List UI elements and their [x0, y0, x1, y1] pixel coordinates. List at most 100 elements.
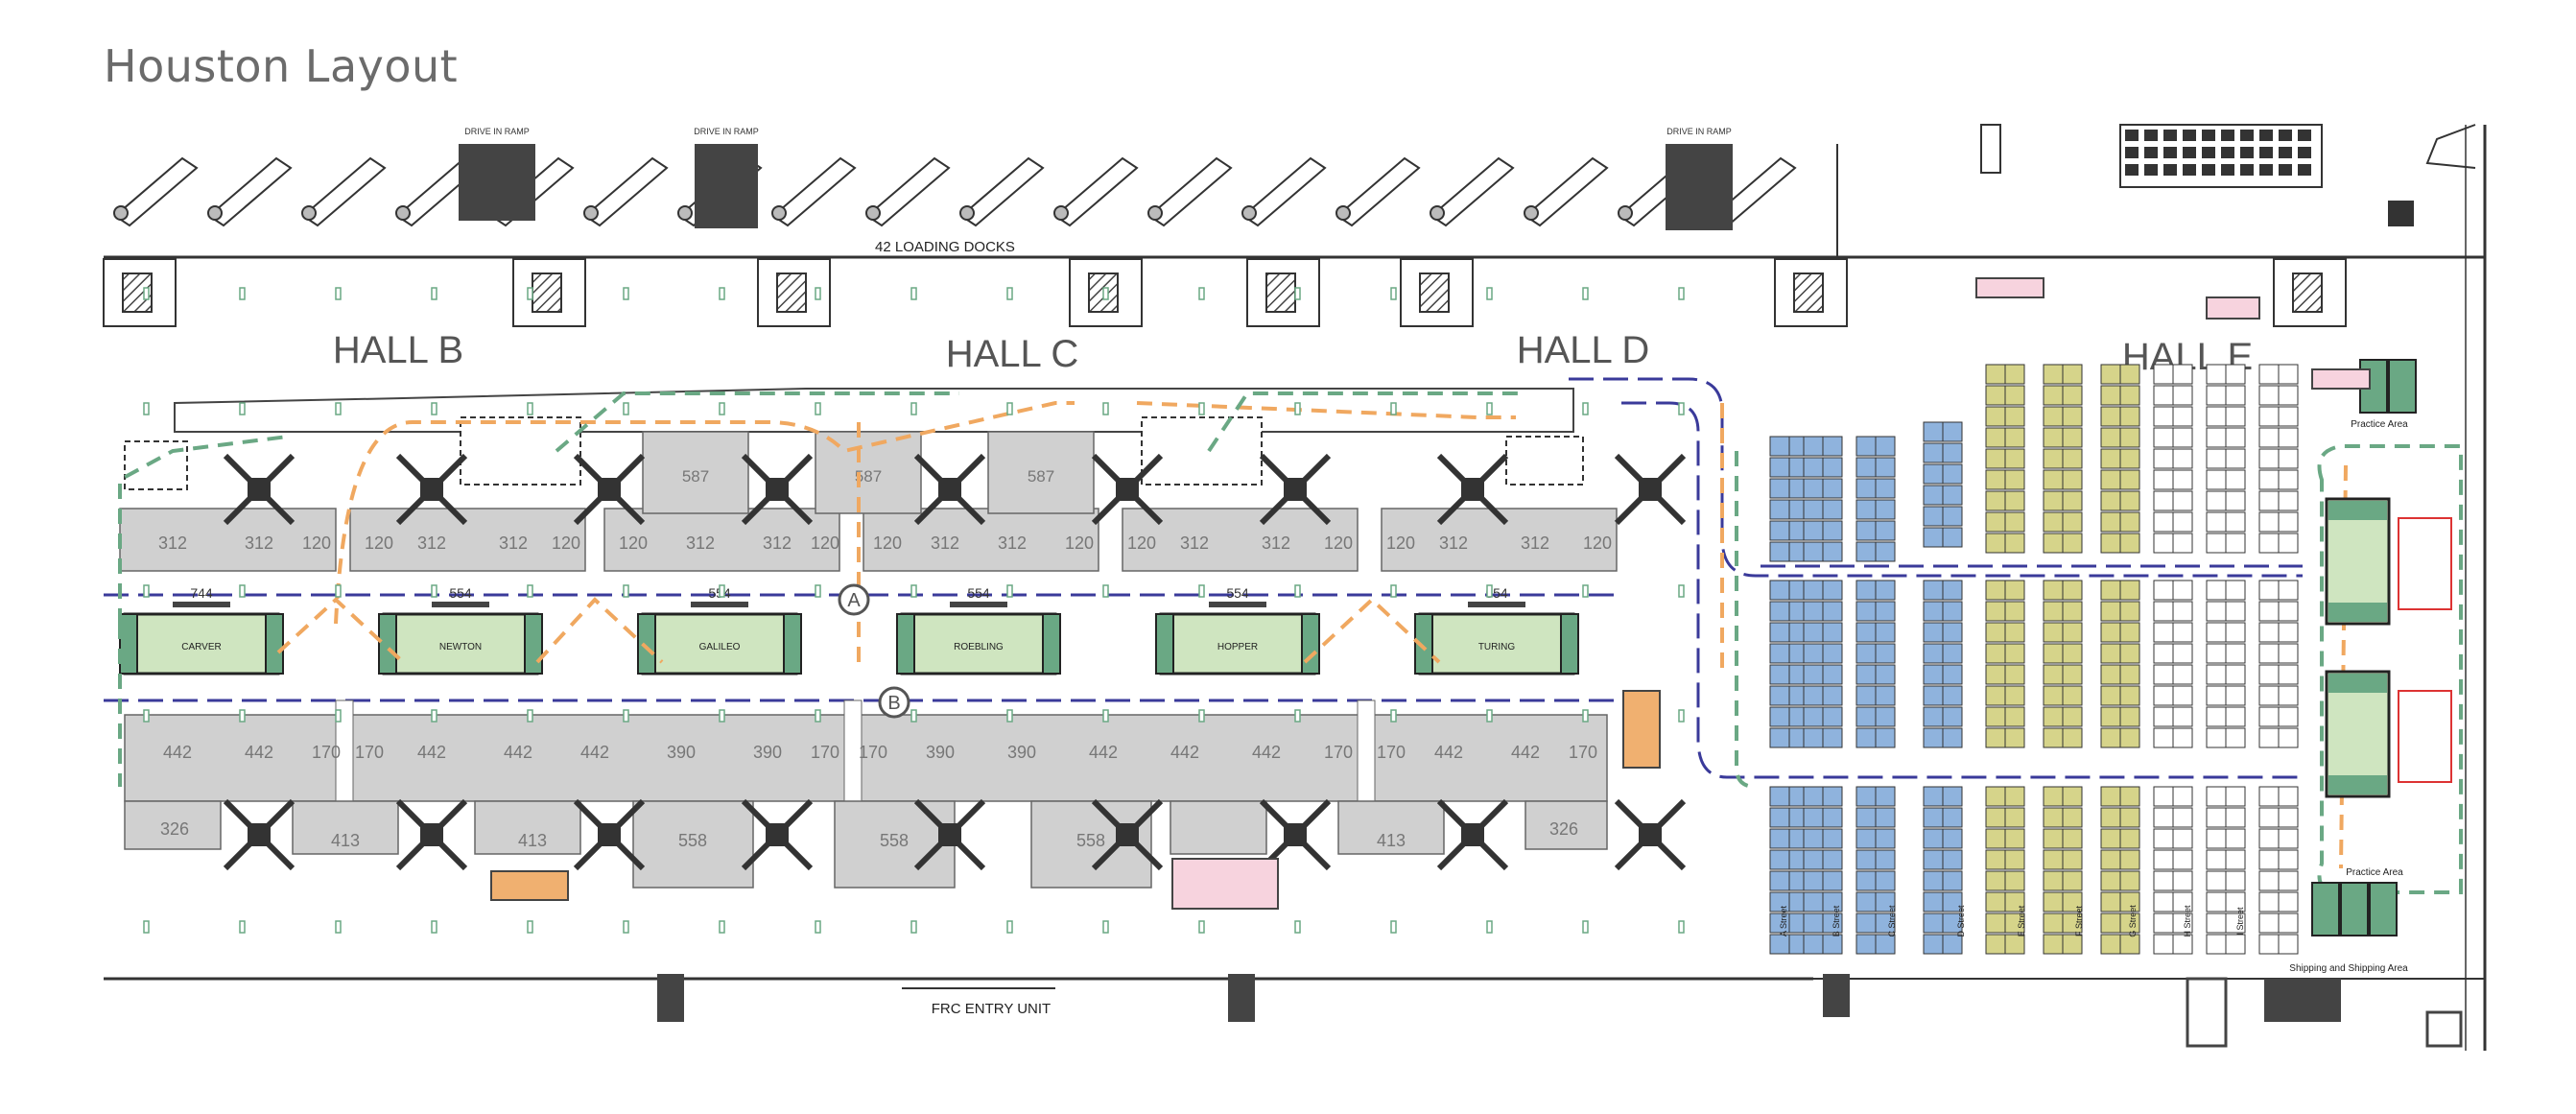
column-marker — [1678, 584, 1685, 598]
column-marker — [335, 287, 342, 300]
column-marker — [910, 402, 917, 415]
column-marker — [431, 709, 437, 723]
media-box — [1141, 416, 1263, 486]
column-marker — [1582, 287, 1589, 300]
pit-station — [2100, 622, 2121, 643]
dock-structure-detail — [532, 273, 562, 313]
pit-station — [1985, 870, 2006, 891]
pit-station — [1803, 520, 1824, 541]
seat-count: 312 — [417, 533, 446, 553]
page-title: Houston Layout — [104, 40, 459, 92]
pit-station — [1985, 786, 2006, 807]
traffic-paths — [118, 391, 2463, 894]
utility-cell — [2183, 164, 2196, 176]
pit-station — [2043, 385, 2064, 406]
pit-station — [2100, 934, 2121, 955]
pit-aisle-label: D Street — [1956, 905, 1966, 937]
pit-station — [1769, 580, 1790, 601]
seat-count: 390 — [926, 743, 955, 762]
column-marker — [1294, 709, 1301, 723]
dock-marker — [1335, 205, 1351, 221]
pit-station — [1985, 406, 2006, 427]
pit-station — [2100, 364, 2121, 385]
seating-block — [1122, 508, 1359, 572]
pit-station — [1923, 442, 1944, 463]
pit-station — [2043, 601, 2064, 622]
utility-cell — [2144, 164, 2158, 176]
pit-station — [2043, 849, 2064, 870]
pit-station — [2172, 511, 2193, 533]
pit-station — [2153, 511, 2174, 533]
pit-station — [1923, 807, 1944, 828]
pit-station — [1875, 436, 1896, 457]
seat-count: 120 — [1386, 533, 1415, 553]
utility-cell — [2259, 130, 2273, 141]
utility-cell — [2183, 147, 2196, 158]
pit-station — [2278, 664, 2299, 685]
pit-station — [2225, 406, 2246, 427]
hall-labels: HALL B HALL C HALL D HALL E — [333, 329, 2253, 378]
pit-station — [1822, 685, 1843, 706]
pit-station — [2043, 511, 2064, 533]
pit-aisle-label: C Street — [1887, 905, 1897, 937]
pit-station — [1803, 786, 1824, 807]
utility-cell — [2298, 130, 2311, 141]
pit-station — [1985, 622, 2006, 643]
hall-d-label: HALL D — [1517, 329, 1650, 371]
truss-tower — [573, 453, 646, 526]
pit-station — [1923, 870, 1944, 891]
pit-station — [1822, 664, 1843, 685]
seat-count: 390 — [667, 743, 696, 762]
pit-station — [2278, 685, 2299, 706]
alliance-station — [119, 613, 138, 675]
pit-aisle-label: G Street — [2128, 905, 2138, 937]
column-marker — [815, 287, 821, 300]
column-marker — [623, 287, 629, 300]
pit-station — [2225, 601, 2246, 622]
seat-count: 170 — [1569, 743, 1597, 762]
pit-station — [1822, 849, 1843, 870]
practice-queue — [2398, 517, 2452, 610]
pit-station — [2119, 385, 2140, 406]
seat-count: 120 — [365, 533, 393, 553]
seating-block — [1524, 800, 1608, 850]
pit-station — [1803, 849, 1824, 870]
pit-station — [1769, 727, 1790, 748]
column-marker — [623, 584, 629, 598]
seat-count: 442 — [504, 743, 532, 762]
pit-station — [1942, 685, 1963, 706]
pit-station — [1769, 436, 1790, 457]
pit-station — [2225, 622, 2246, 643]
pit-station — [2172, 849, 2193, 870]
pit-station — [2278, 364, 2299, 385]
pit-station — [1942, 934, 1963, 955]
pit-station — [1875, 520, 1896, 541]
seat-count: 442 — [417, 743, 446, 762]
pit-station — [2225, 891, 2246, 913]
pit-station — [2153, 828, 2174, 849]
pit-station — [1923, 527, 1944, 548]
pit-station — [2119, 643, 2140, 664]
seating-gap — [1357, 699, 1376, 807]
pit-station — [2153, 622, 2174, 643]
pit-station — [1803, 913, 1824, 934]
pit-station — [2062, 385, 2083, 406]
dock-marker — [1618, 205, 1633, 221]
pit-station — [2100, 786, 2121, 807]
utility-cell — [2259, 164, 2273, 176]
column-marker — [239, 709, 246, 723]
pit-station — [1855, 643, 1877, 664]
pit-station — [2258, 490, 2280, 511]
pit-station — [2043, 828, 2064, 849]
pit-station — [2225, 913, 2246, 934]
pit-station — [2119, 934, 2140, 955]
pit-station — [2172, 685, 2193, 706]
hall-c-label: HALL C — [946, 333, 1079, 375]
pit-station — [2258, 643, 2280, 664]
pit-station — [2172, 385, 2193, 406]
pit-station — [1985, 727, 2006, 748]
field-name: CARVER — [181, 642, 222, 652]
utility-cell — [2221, 130, 2234, 141]
column-marker — [1582, 709, 1589, 723]
pit-station — [2153, 891, 2174, 913]
